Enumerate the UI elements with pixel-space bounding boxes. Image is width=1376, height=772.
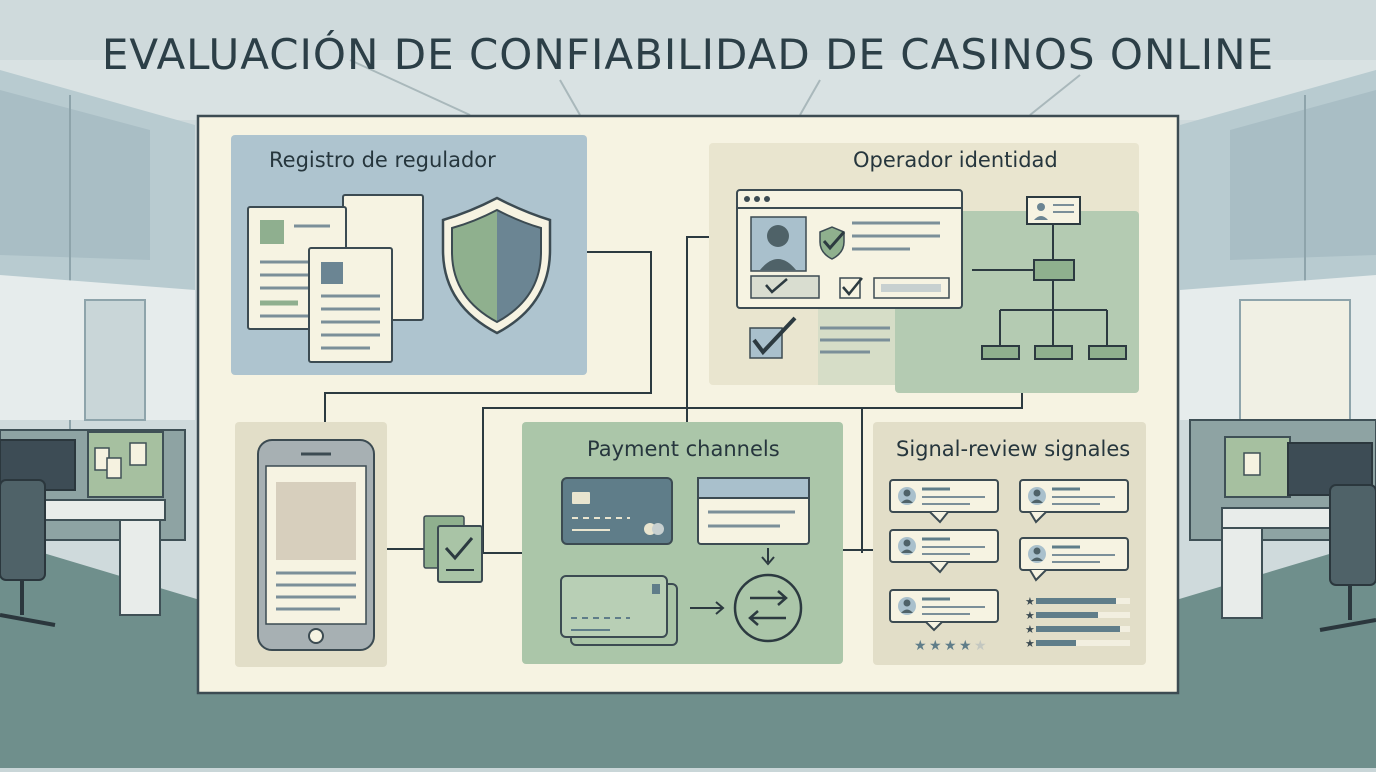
svg-text:★: ★ xyxy=(1025,637,1035,650)
label-operator: Operador identidad xyxy=(853,148,1058,172)
star-icon: ★ xyxy=(914,638,927,654)
org-chart-icon xyxy=(972,196,1127,360)
card-stack-icon xyxy=(560,575,678,646)
star-icon: ★ xyxy=(929,638,942,654)
review-bubble-5 xyxy=(889,589,999,632)
checklist-icon xyxy=(423,515,483,583)
label-signals: Signal-review signales xyxy=(896,437,1131,461)
star-icon: ★ xyxy=(944,638,957,654)
panel-payments xyxy=(522,422,843,664)
review-bubble-3 xyxy=(889,529,999,574)
review-bubble-2 xyxy=(1019,479,1129,524)
exchange-icon xyxy=(733,573,803,643)
panel-regulator xyxy=(231,135,587,375)
arrow-right-icon xyxy=(690,601,725,615)
review-bubble-4 xyxy=(1019,537,1129,582)
smartphone-icon xyxy=(257,439,375,651)
document-stack-icon xyxy=(247,194,424,363)
review-bubble-1 xyxy=(889,479,999,524)
star-icon: ★ xyxy=(974,638,987,654)
svg-text:★: ★ xyxy=(1025,609,1035,622)
panel-phone xyxy=(235,422,387,667)
page-title: EVALUACIÓN DE CONFIABILIDAD DE CASINOS O… xyxy=(101,30,1275,79)
credit-card-icon xyxy=(561,477,673,545)
panel-signals: ★★★★★ ★ ★ ★ ★ xyxy=(873,422,1146,665)
rating-bars-icon: ★ ★ ★ ★ xyxy=(1025,595,1130,650)
svg-text:★: ★ xyxy=(1025,595,1035,608)
label-regulator: Registro de regulador xyxy=(269,148,496,172)
label-payments: Payment channels xyxy=(587,437,780,461)
panel-operator xyxy=(709,143,1139,393)
profile-window-icon xyxy=(736,189,963,309)
star-rating: ★★★★★ xyxy=(914,638,987,654)
shield-icon xyxy=(441,196,552,335)
svg-text:★: ★ xyxy=(1025,623,1035,636)
star-icon: ★ xyxy=(959,638,972,654)
payment-form-icon xyxy=(697,477,810,566)
verified-checkbox-icon xyxy=(749,316,890,359)
